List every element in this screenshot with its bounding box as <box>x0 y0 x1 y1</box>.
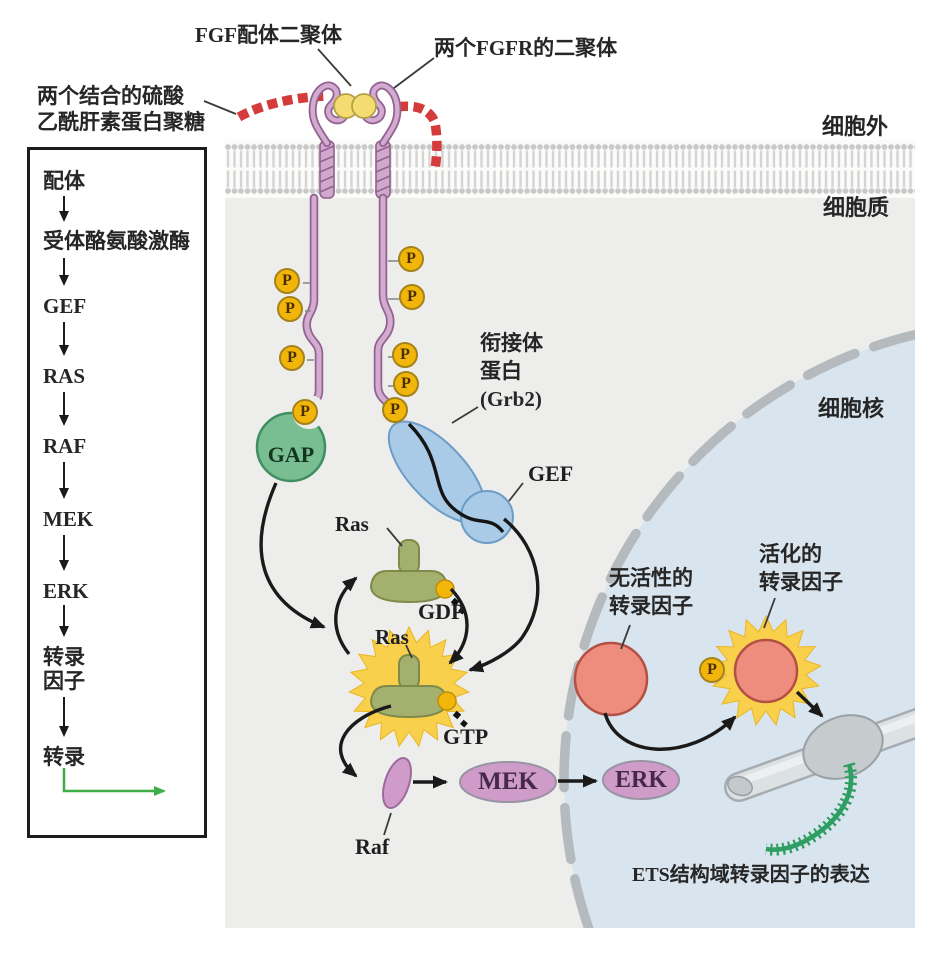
nucleus-fill <box>564 334 915 928</box>
raf-label: Raf <box>355 834 390 859</box>
label-extracellular: 细胞外 <box>822 114 889 139</box>
label-active-tf: 活化的 转录因子 <box>759 542 843 594</box>
pathway-step-rtk: 受体酪氨酸激酶 <box>43 229 190 253</box>
ras-to-raf-arrow <box>338 704 392 778</box>
receptor-cytoplasmic-tails <box>302 193 397 414</box>
ras-gdp-label: Ras <box>335 512 369 536</box>
cell-membrane <box>225 140 915 198</box>
phosphate-icon: P <box>392 342 418 368</box>
gap-to-ras-arrow <box>259 482 326 629</box>
pathway-step-mek: MEK <box>43 507 94 531</box>
gef-label: GEF <box>528 461 574 486</box>
phosphate-icon: P <box>699 657 725 683</box>
gdp-label: GDP <box>418 599 465 624</box>
label-inactive-tf: 无活性的 转录因子 <box>609 566 693 618</box>
pathway-step-tf: 转录 因子 <box>43 645 85 693</box>
ras-cycle-up-arrow <box>334 576 358 656</box>
inactive-transcription-factor <box>573 641 649 717</box>
pathway-step-transcription: 转录 <box>43 745 85 769</box>
pathway-summary-box: 配体 受体酪氨酸激酶 GEF RAS RAF MEK ERK 转录 因子 转录 <box>27 147 207 838</box>
rna-polymerase <box>802 714 884 780</box>
fgf-receptor-dimer <box>302 81 402 414</box>
pathway-step-erk: ERK <box>43 579 89 603</box>
fgf-ligand-dimer <box>333 93 377 119</box>
label-heparan-sulfate: 两个结合的硫酸 乙酰肝素蛋白聚糖 <box>37 84 205 134</box>
label-fgf-ligand-dimer: FGF配体二聚体 <box>195 23 342 47</box>
mek-label: MEK <box>478 768 538 795</box>
raf-kinase <box>382 756 412 810</box>
pathway-step-ligand: 配体 <box>43 169 85 193</box>
tf-to-dna-arrow <box>795 690 824 718</box>
erk-label: ERK <box>614 767 667 793</box>
label-adapter-grb2: 衔接体 蛋白 (Grb2) <box>480 331 543 411</box>
label-cytoplasm: 细胞质 <box>823 195 890 220</box>
rna-transcript <box>764 762 858 856</box>
phosphate-icon: P <box>279 345 305 371</box>
receptor-extracellular-loops <box>308 81 402 147</box>
phosphate-icon: P <box>274 268 300 294</box>
nuclear-envelope <box>559 329 915 928</box>
phosphate-icon: P <box>398 246 424 272</box>
phosphate-icon: P <box>382 397 408 423</box>
pathway-step-raf: RAF <box>43 434 87 458</box>
nucleus <box>559 329 915 928</box>
pathway-step-gef: GEF <box>43 294 87 318</box>
label-ets-expression: ETS结构域转录因子的表达 <box>632 864 870 886</box>
gef-domain <box>460 490 514 544</box>
heparan-sulfate-chain <box>236 91 442 171</box>
ras-gtp-label: Ras <box>375 625 409 649</box>
gap-label: GAP <box>267 442 315 467</box>
phosphate-icon: P <box>393 371 419 397</box>
dna-helix <box>724 707 915 802</box>
receptor-tm-helix <box>319 140 391 199</box>
activation-starburst <box>710 614 822 727</box>
label-fgfr-dimer: 两个FGFR的二聚体 <box>434 36 618 60</box>
label-nucleus: 细胞核 <box>818 396 885 421</box>
grb2-adapter <box>387 420 514 544</box>
phosphate-icon: P <box>292 399 318 425</box>
phosphate-icon: P <box>277 296 303 322</box>
phosphate-icon: P <box>399 284 425 310</box>
phosphate-links <box>303 260 400 387</box>
gtp-label: GTP <box>443 724 489 749</box>
active-transcription-factor <box>710 614 822 727</box>
pathway-step-ras: RAS <box>43 364 86 388</box>
tf-activation-arrow <box>603 712 737 751</box>
gef-to-ras-arrow <box>468 517 540 673</box>
